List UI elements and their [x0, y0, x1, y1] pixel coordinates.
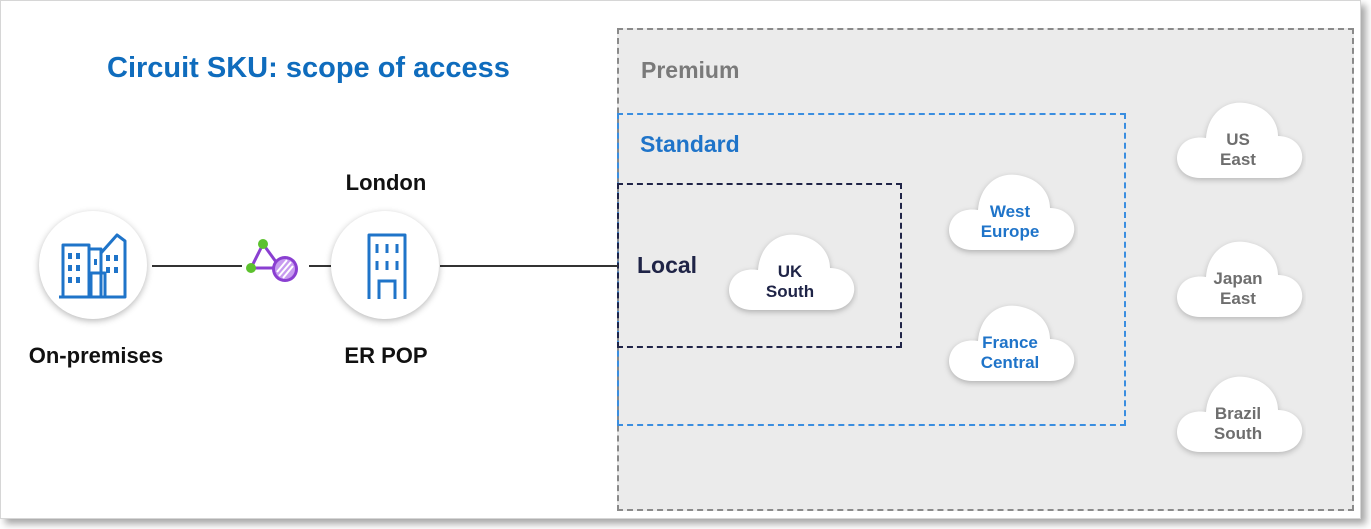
pop-location-label: London: [345, 170, 427, 195]
expressroute-peering-icon: [246, 239, 298, 282]
cloud-icon: [1176, 102, 1303, 178]
office-buildings-icon: [59, 233, 127, 299]
on-premises-node: [39, 211, 147, 319]
standard-zone-label: Standard: [640, 131, 740, 157]
connection-line-pop-local: [440, 265, 618, 267]
cloud-icon: [948, 305, 1075, 381]
connection-line-onprem-peering: [152, 265, 242, 267]
cloud-icon: [1176, 241, 1303, 317]
er-pop-label: ER POP: [344, 343, 428, 368]
premium-zone-label: Premium: [641, 57, 740, 83]
on-premises-label: On-premises: [28, 343, 164, 368]
cloud-icon: [728, 234, 855, 310]
diagram-title: Circuit SKU: scope of access: [107, 52, 510, 84]
cloud-icon: [948, 174, 1075, 250]
local-zone: [617, 183, 902, 348]
connection-line-peering-pop: [309, 265, 331, 267]
cloud-icon: [1176, 376, 1303, 452]
building-icon: [367, 233, 407, 299]
local-zone-label: Local: [637, 252, 698, 278]
er-pop-node: [331, 211, 439, 319]
